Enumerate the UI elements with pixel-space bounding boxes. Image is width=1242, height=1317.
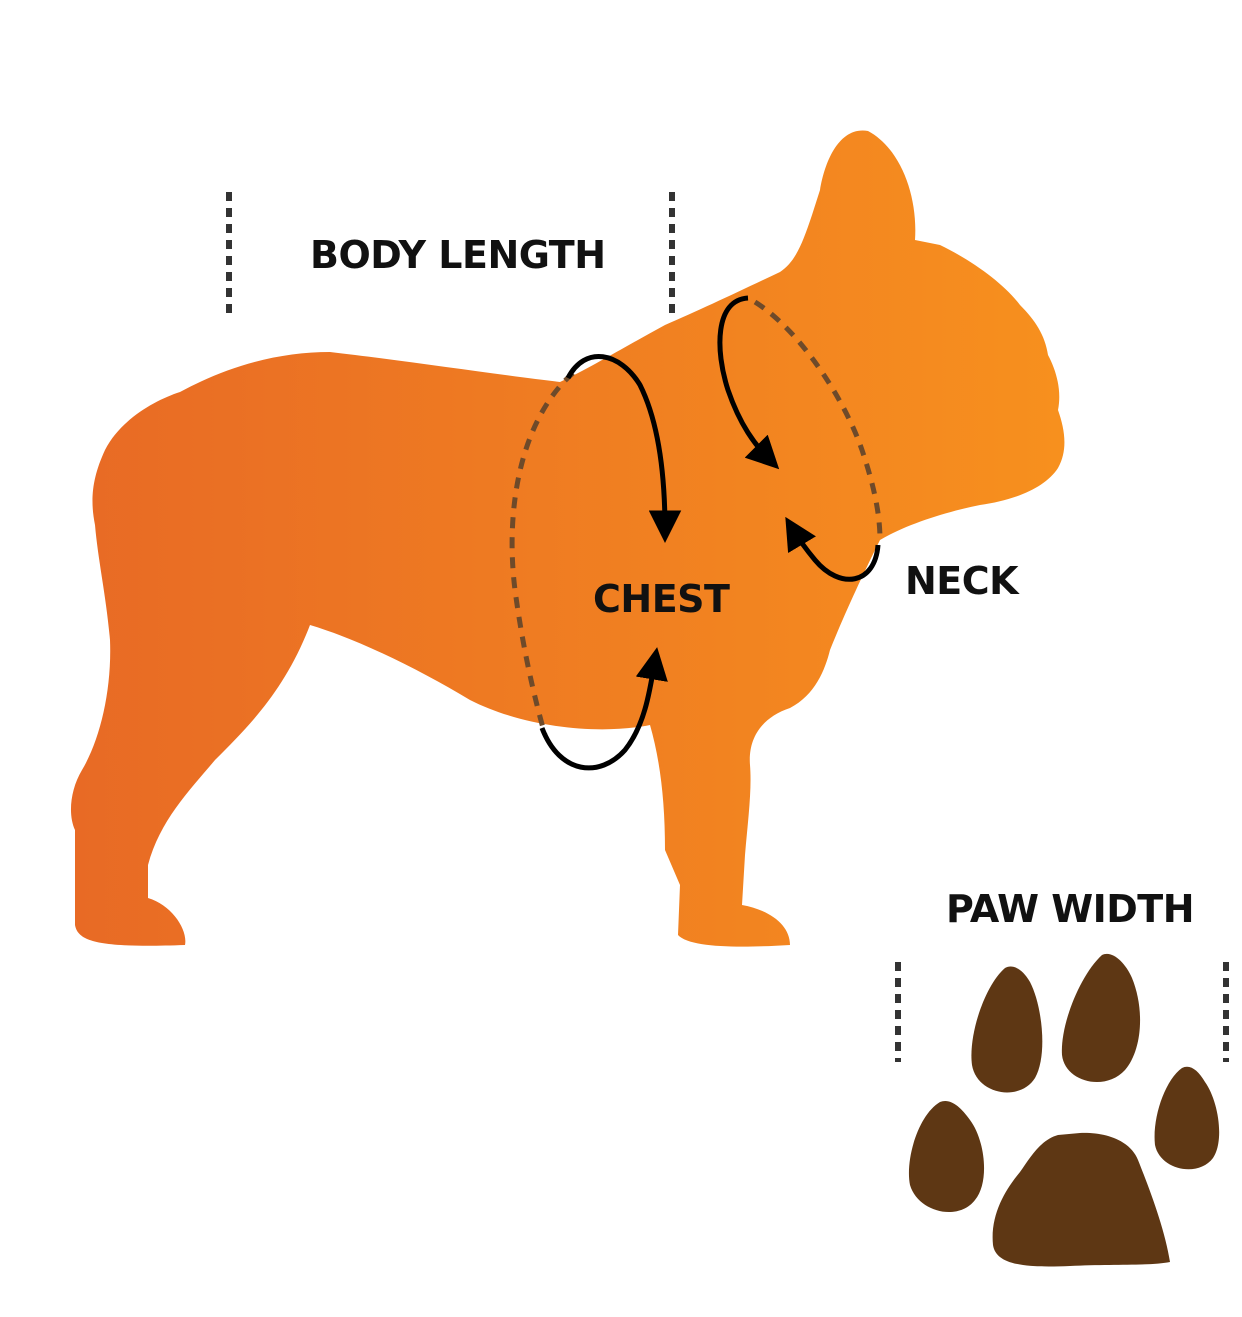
neck-arrow-bottom-icon	[785, 516, 881, 582]
paw-toe-1	[971, 966, 1043, 1093]
paw-width-label: PAW WIDTH	[946, 887, 1194, 931]
chest-measure-line	[509, 371, 575, 736]
paw-toe-4	[1154, 1066, 1220, 1170]
paw-toe-2	[1061, 953, 1141, 1083]
paw-print-icon	[908, 953, 1220, 1267]
chest-label: CHEST	[593, 577, 730, 621]
chest-arrow-bottom-icon	[539, 647, 668, 771]
paw-toe-3	[908, 1100, 985, 1213]
paw-pad	[992, 1132, 1170, 1267]
neck-measure-line	[753, 299, 883, 541]
french-bulldog-silhouette-icon	[70, 130, 1065, 947]
chest-arrow-top-icon	[565, 353, 682, 543]
neck-arrow-top-icon	[717, 295, 780, 470]
neck-label: NECK	[905, 559, 1020, 603]
body-length-label: BODY LENGTH	[310, 233, 606, 277]
